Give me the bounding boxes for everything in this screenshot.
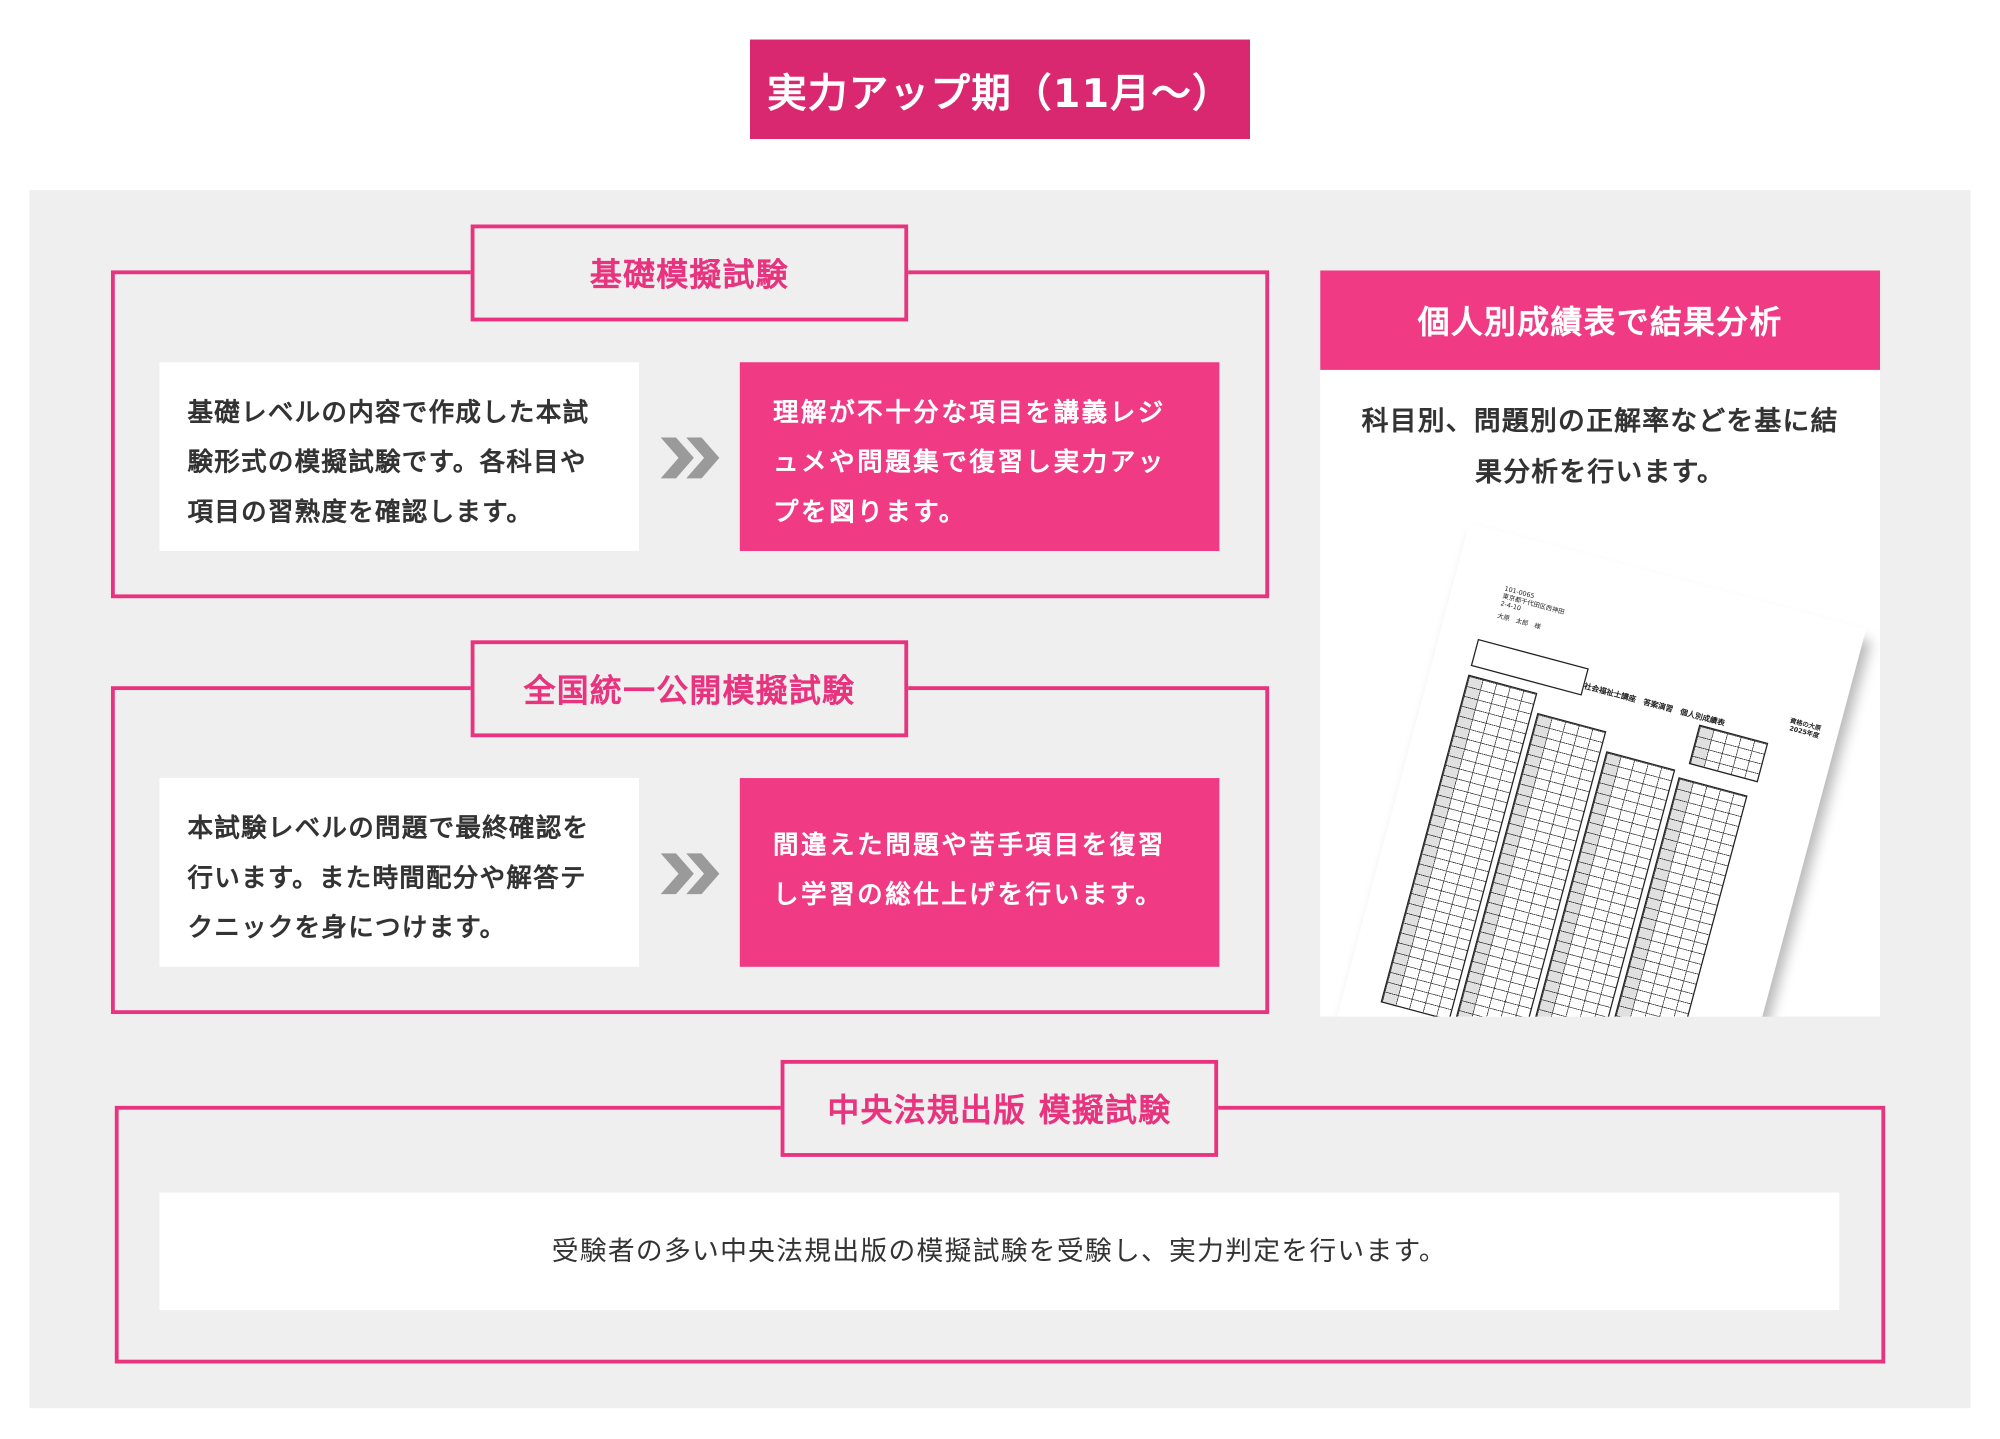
double-chevron-right-icon [660, 853, 720, 895]
national-mock-exam-description: 本試験レベルの問題で最終確認を行います。また時間配分や解答テクニックを身につけま… [159, 778, 640, 967]
score-report-image: 101-0065 東京都千代田区西神田 2-4-10 大原 太郎 様 資格の大原… [1320, 522, 1867, 1017]
chuohoki-mock-exam-description: 受験者の多い中央法規出版の模擬試験を受験し、実力判定を行います。 [159, 1192, 1840, 1310]
analysis-panel: 個人別成績表で結果分析 科目別、問題別の正解率などを基に結果分析を行います。 1… [1320, 270, 1881, 1017]
basic-mock-exam-description: 基礎レベルの内容で作成した本試験形式の模擬試験です。各科目や項目の習熟度を確認し… [159, 362, 640, 552]
basic-mock-exam-title: 基礎模擬試験 [470, 224, 909, 322]
national-mock-exam-result: 間違えた問題や苦手項目を復習し学習の総仕上げを行います。 [739, 778, 1220, 967]
chuohoki-mock-exam-title: 中央法規出版 模擬試験 [780, 1059, 1219, 1157]
period-header: 実力アップ期（11月〜） [749, 39, 1250, 140]
double-chevron-right-icon [660, 437, 720, 479]
analysis-text: 科目別、問題別の正解率などを基に結果分析を行います。 [1361, 405, 1839, 488]
sheet-summary-table [1688, 724, 1769, 783]
national-mock-exam-title: 全国統一公開模擬試験 [470, 640, 909, 738]
analysis-title: 個人別成績表で結果分析 [1320, 270, 1881, 370]
basic-mock-exam-result: 理解が不十分な項目を講義レジュメや問題集で復習し実力アップを図ります。 [739, 362, 1220, 552]
sheet-title: 社会福祉士講座 答案演習 個人別成績表 [1582, 682, 1726, 729]
